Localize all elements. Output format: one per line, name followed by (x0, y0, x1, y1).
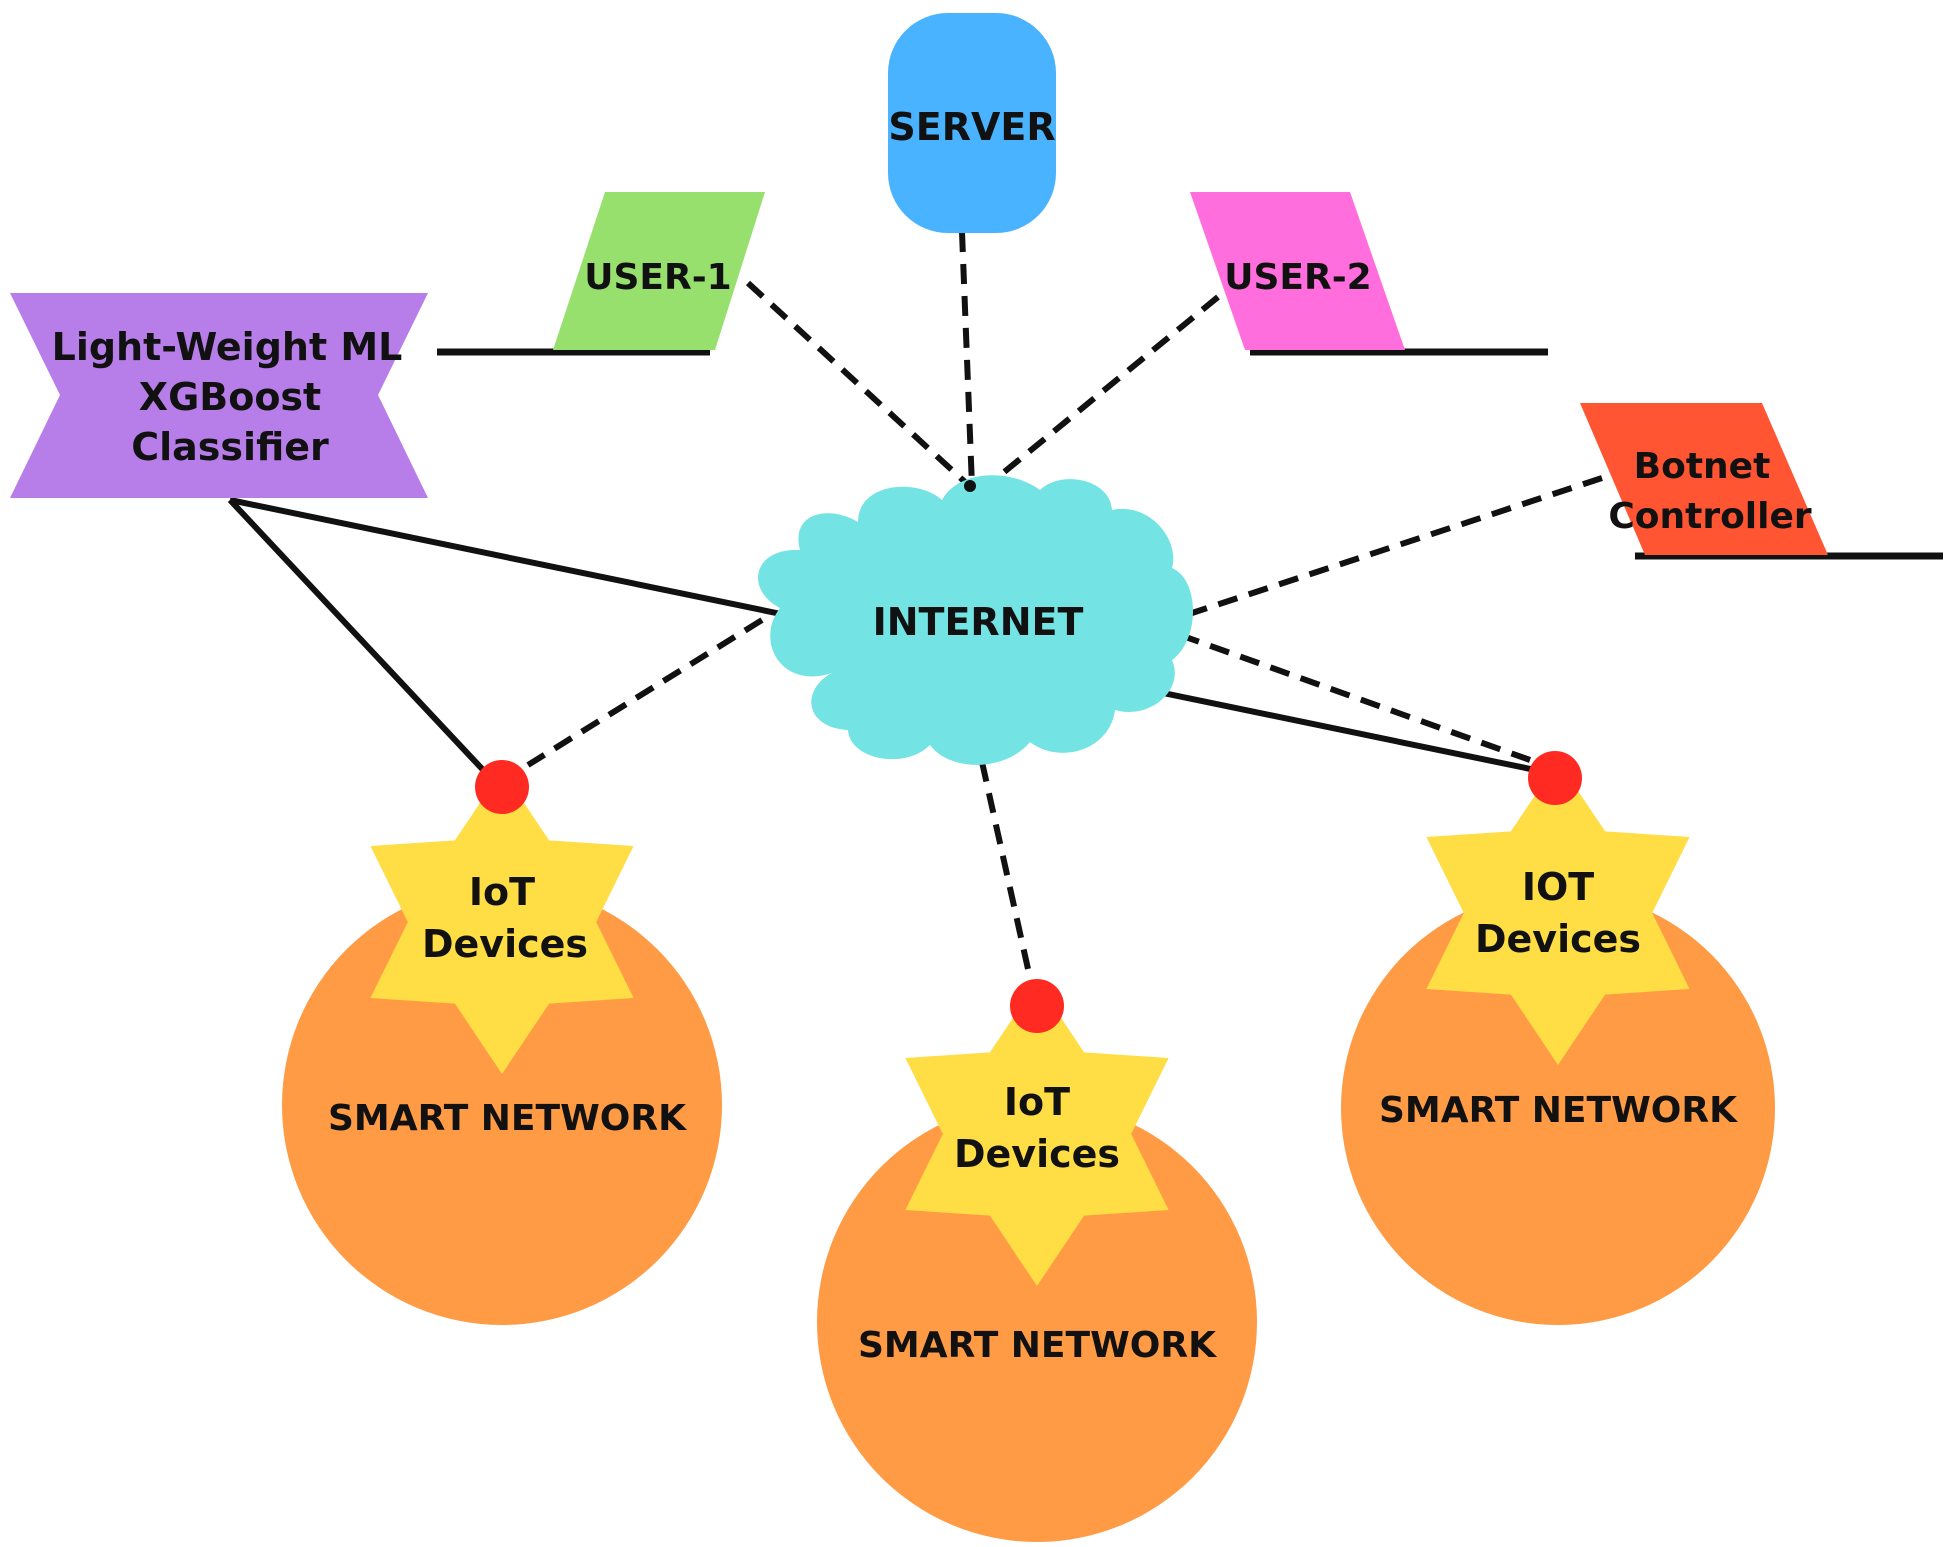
server-node: SERVER (888, 13, 1056, 233)
iot-right-line-2: Devices (1475, 917, 1641, 961)
iot-star-icon-left (370, 770, 634, 1074)
smart-network-right: SMART NETWORK (1341, 891, 1775, 1325)
ml-classifier-line-1: Light-Weight ML (52, 325, 403, 369)
iot-devices-mid: IoT Devices (905, 982, 1169, 1286)
internet-junction-dot (964, 480, 976, 492)
iot-left-line-2: Devices (422, 922, 588, 966)
user1-shape (553, 192, 765, 350)
internet-cloud-node: INTERNET (758, 475, 1193, 765)
user2-node: USER-2 (1190, 192, 1405, 350)
iot-star-icon-mid (905, 982, 1169, 1286)
network-circle-mid (817, 1102, 1257, 1542)
endpoint-dot-mid (1010, 979, 1064, 1033)
smart-network-mid-label: SMART NETWORK (858, 1325, 1217, 1366)
user1-to-internet-line (745, 280, 968, 485)
server-label: SERVER (888, 105, 1055, 149)
user1-label: USER-1 (584, 257, 731, 298)
botnet-controller-line-2: Controller (1608, 496, 1812, 537)
ml-classifier-line-3: Classifier (131, 425, 329, 469)
iot-mid-line-2: Devices (954, 1132, 1120, 1176)
user2-label: USER-2 (1224, 257, 1371, 298)
botnet-controller-shape (1580, 403, 1828, 555)
iot-left-line-1: IoT (469, 870, 535, 914)
botnet-controller-line-1: Botnet (1634, 446, 1771, 487)
internet-to-right-iot-line (1178, 632, 1532, 763)
internet-label: INTERNET (873, 600, 1084, 644)
endpoint-dot-left (475, 760, 529, 814)
internet-to-mid-iot-line (979, 761, 1033, 979)
connectors (227, 231, 1943, 979)
smart-network-left-label: SMART NETWORK (328, 1098, 687, 1139)
network-circle-right (1341, 891, 1775, 1325)
botnet-to-internet-line (1179, 475, 1603, 620)
endpoint-dot-right (1528, 751, 1582, 805)
server-to-internet-line (959, 231, 975, 487)
iot-devices-right: IOT Devices (1426, 761, 1690, 1065)
iot-right-line-1: IOT (1522, 865, 1594, 909)
iot-devices-left: IoT Devices (370, 770, 634, 1074)
smart-network-mid: SMART NETWORK (817, 1102, 1257, 1542)
ml-classifier-line-2: XGBoost (139, 375, 321, 419)
user2-shape (1190, 192, 1405, 350)
ml-classifier-shape (10, 293, 428, 498)
user1-node: USER-1 (553, 192, 765, 350)
iot-star-icon-right (1426, 761, 1690, 1065)
server-shape (888, 13, 1056, 233)
ml-classifier-node: Light-Weight ML XGBoost Classifier (10, 293, 428, 498)
iot-mid-line-1: IoT (1004, 1080, 1070, 1124)
smart-network-right-label: SMART NETWORK (1379, 1090, 1738, 1131)
botnet-controller-node: Botnet Controller (1580, 403, 1828, 555)
endpoints (475, 480, 1582, 1033)
internet-to-left-iot-line (526, 617, 764, 768)
cloud-icon (758, 475, 1193, 765)
user2-to-internet-line (990, 294, 1220, 485)
ml-to-left-iot-line (227, 497, 488, 775)
